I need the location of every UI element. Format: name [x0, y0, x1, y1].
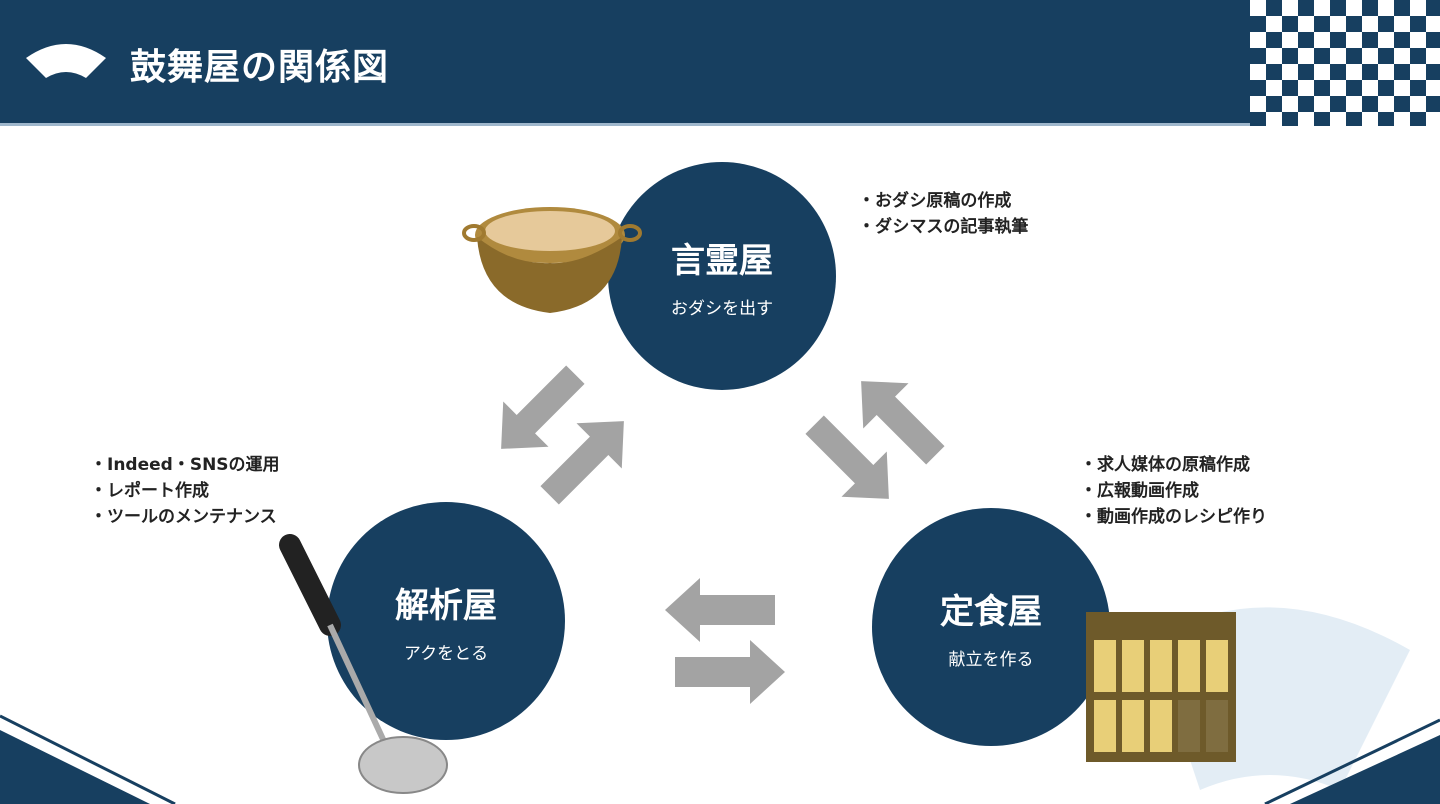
pot-image: [462, 207, 642, 313]
corner-decor-right: [1290, 735, 1440, 804]
task-item: ・求人媒体の原稿作成: [1080, 455, 1250, 475]
kotodama-tasks: ・おダシ原稿の作成 ・ダシマスの記事執筆: [858, 188, 1028, 240]
arrow-to-teishoku-bottom: [675, 640, 785, 704]
node-subtitle: 献立を作る: [948, 650, 1034, 670]
task-item: ・レポート作成: [90, 481, 209, 501]
checker-pattern: [1250, 0, 1440, 126]
node-title: 言霊屋: [671, 241, 773, 281]
page-title: 鼓舞屋の関係図: [130, 47, 390, 88]
teishoku-tasks: ・求人媒体の原稿作成 ・広報動画作成 ・動画作成のレシピ作り: [1080, 452, 1267, 530]
task-item: ・おダシ原稿の作成: [858, 191, 1012, 211]
corner-decor-left: [0, 730, 150, 804]
node-kotodama: 言霊屋 おダシを出す: [608, 162, 836, 390]
node-subtitle: おダシを出す: [670, 299, 774, 319]
header: 鼓舞屋の関係図: [0, 0, 1440, 126]
ladle-image: [279, 534, 448, 794]
kaiseki-tasks: ・Indeed・SNSの運用 ・レポート作成 ・ツールのメンテナンス: [90, 452, 280, 530]
task-item: ・ダシマスの記事執筆: [858, 217, 1029, 237]
arrow-to-teishoku: [805, 415, 889, 499]
task-item: ・動画作成のレシピ作り: [1080, 507, 1267, 527]
arrow-to-kotodama-left: [540, 421, 624, 505]
oden-menu-image: [1086, 612, 1236, 762]
arrow-to-kaiseki-bottom: [665, 578, 775, 642]
node-title: 定食屋: [940, 592, 1042, 632]
node-subtitle: アクをとる: [403, 644, 489, 664]
fan-icon: [26, 44, 106, 78]
task-item: ・ツールのメンテナンス: [90, 507, 277, 527]
node-title: 解析屋: [395, 586, 497, 626]
task-item: ・Indeed・SNSの運用: [90, 455, 280, 475]
arrow-to-kotodama-right: [861, 381, 945, 465]
node-teishoku: 定食屋 献立を作る: [872, 508, 1110, 746]
arrow-to-kaiseki: [501, 365, 585, 449]
task-item: ・広報動画作成: [1080, 481, 1199, 501]
